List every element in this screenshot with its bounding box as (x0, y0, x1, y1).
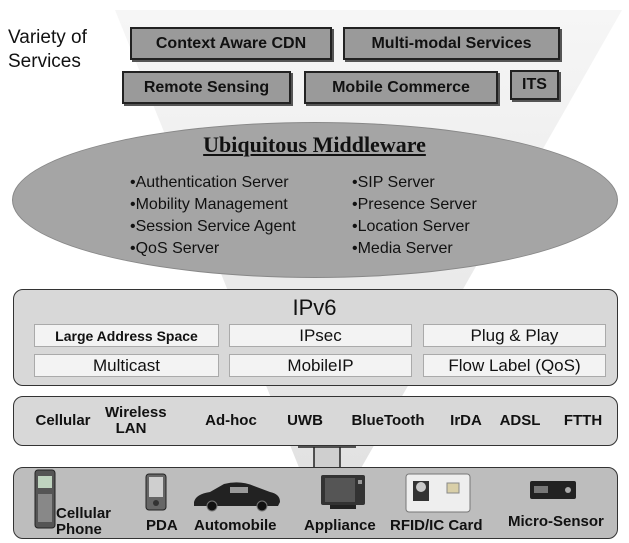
service-its: ITS (510, 70, 559, 100)
middleware-item: •SIP Server (352, 174, 435, 191)
middleware-item: •Session Service Agent (130, 218, 296, 235)
device-pda: PDA (146, 517, 178, 534)
feature-multicast: Multicast (34, 354, 219, 377)
feature-mobileip: MobileIP (229, 354, 412, 377)
automobile-icon (194, 482, 280, 512)
network-cellular: Cellular (35, 412, 91, 429)
micro-sensor-icon (530, 481, 576, 499)
service-multi-modal: Multi-modal Services (343, 27, 560, 60)
middleware-left-list: •Authentication Server •Mobility Managem… (130, 172, 296, 260)
middleware-item: •Location Server (352, 218, 470, 235)
middleware-item: •Presence Server (352, 196, 477, 213)
feature-ipsec: IPsec (229, 324, 412, 347)
device-cellular-phone: Cellular Phone (56, 505, 112, 538)
network-uwb: UWB (287, 412, 323, 429)
network-irda: IrDA (450, 412, 482, 429)
middleware-item: •Mobility Management (130, 196, 288, 213)
services-label: Variety of Services (8, 27, 87, 72)
network-ftth: FTTH (563, 412, 603, 429)
pda-icon (145, 473, 167, 511)
network-bluetooth: BlueTooth (351, 412, 425, 429)
service-remote-sensing: Remote Sensing (122, 71, 291, 104)
middleware-item: •QoS Server (130, 240, 220, 257)
appliance-tv-icon (321, 475, 365, 509)
feature-plug-and-play: Plug & Play (423, 324, 606, 347)
service-mobile-commerce: Mobile Commerce (304, 71, 498, 104)
feature-large-address-space: Large Address Space (34, 324, 219, 347)
network-wireless-lan: Wireless LAN (105, 404, 167, 437)
devices-panel (13, 467, 618, 539)
cellular-phone-icon (34, 469, 56, 529)
middleware-title: Ubiquitous Middleware (203, 132, 426, 157)
middleware-right-list: •SIP Server •Presence Server •Location S… (352, 172, 477, 260)
device-automobile: Automobile (194, 517, 277, 534)
middleware-item: •Authentication Server (130, 174, 289, 191)
device-appliance: Appliance (304, 517, 376, 534)
middleware-item: •Media Server (352, 240, 453, 257)
rfid-ic-card-icon (405, 473, 471, 513)
network-adsl: ADSL (499, 412, 541, 429)
device-micro-sensor: Micro-Sensor (508, 513, 604, 530)
network-ad-hoc: Ad-hoc (205, 412, 257, 429)
middleware-ellipse (12, 122, 618, 278)
network-panel (13, 396, 618, 446)
feature-flow-label: Flow Label (QoS) (423, 354, 606, 377)
ipv6-title: IPv6 (292, 295, 337, 320)
device-rfid-ic-card: RFID/IC Card (390, 517, 483, 534)
service-context-aware-cdn: Context Aware CDN (130, 27, 332, 60)
